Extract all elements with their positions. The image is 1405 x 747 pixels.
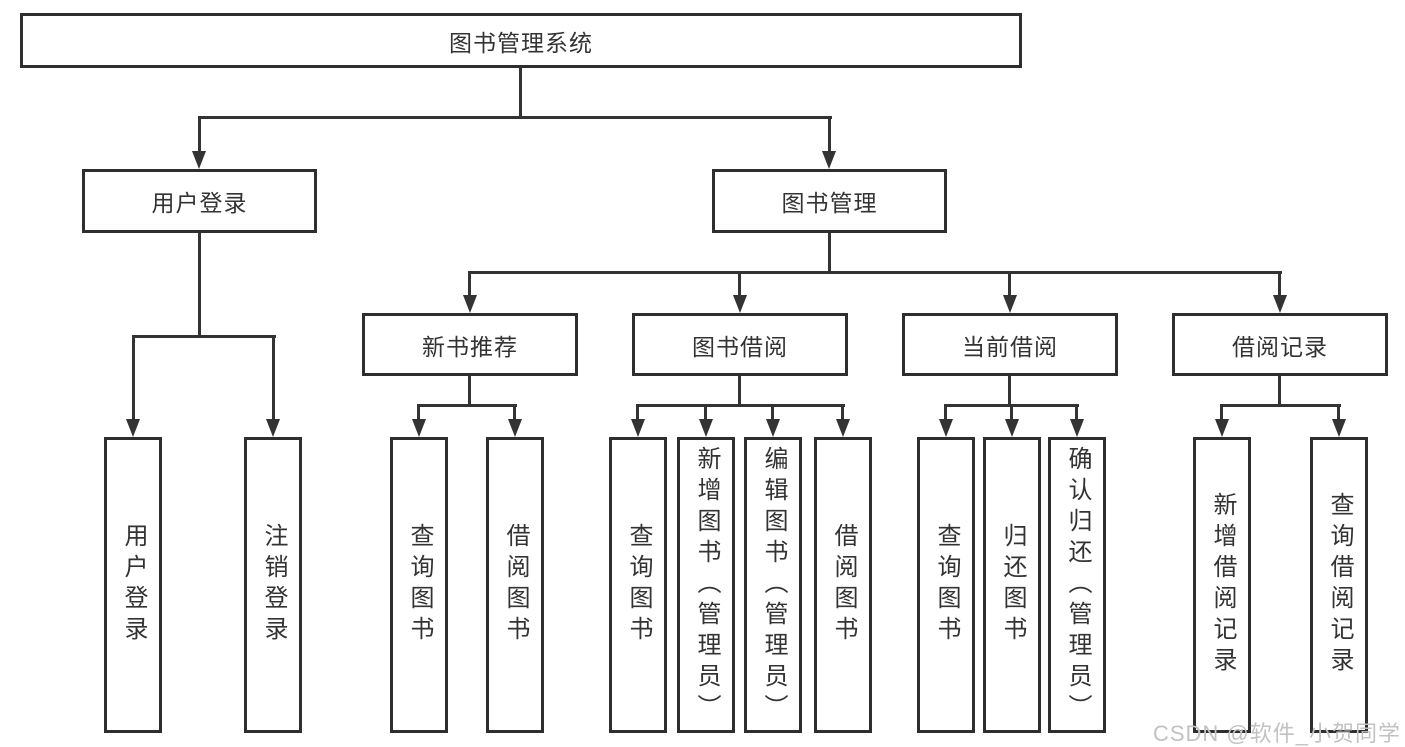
leaf-edit-books-admin: 编辑图书（管理员） (744, 437, 802, 733)
connector-line (132, 335, 276, 338)
node-label: 查询图书 (406, 523, 433, 647)
leaf-return-books: 归还图书 (983, 437, 1041, 733)
connector-line (468, 376, 471, 406)
leaf-query-books: 查询图书 (917, 437, 975, 733)
arrowhead-down-icon (939, 419, 953, 437)
arrowhead-down-icon (631, 419, 645, 437)
arrowhead-down-icon (126, 419, 140, 437)
connector-line (771, 404, 774, 421)
arrowhead-down-icon (412, 419, 426, 437)
connector-line (636, 404, 845, 407)
connector-line (1010, 404, 1013, 421)
arrowhead-down-icon (266, 419, 280, 437)
arrowhead-down-icon (822, 151, 836, 169)
connector-line (1278, 376, 1281, 406)
node-label: 查询图书 (933, 523, 960, 647)
connector-line (944, 404, 947, 421)
arrowhead-down-icon (508, 419, 522, 437)
node-book-management: 图书管理 (712, 169, 947, 233)
connector-line (841, 404, 844, 421)
node-label: 图书管理 (781, 190, 878, 216)
node-label: 编辑图书（管理员） (760, 445, 787, 725)
arrowhead-down-icon (463, 295, 477, 313)
connector-line (272, 335, 275, 421)
node-library-management-system: 图书管理系统 (20, 13, 1022, 68)
watermark: CSDN @软件_小贺同学 (1152, 721, 1401, 746)
connector-line (132, 335, 135, 421)
leaf-query-books: 查询图书 (609, 437, 667, 733)
leaf-add-books-admin: 新增图书（管理员） (677, 437, 735, 733)
connector-line (417, 404, 420, 421)
connector-line (198, 116, 832, 119)
connector-line (828, 116, 831, 154)
connector-line (468, 271, 1282, 274)
node-label: 借阅记录 (1232, 333, 1328, 360)
connector-line (1008, 376, 1011, 406)
arrowhead-down-icon (836, 419, 850, 437)
arrowhead-down-icon (1070, 419, 1084, 437)
node-label: 图书借阅 (692, 333, 788, 360)
leaf-query-borrow-record: 查询借阅记录 (1310, 437, 1368, 733)
connector-line (417, 404, 517, 407)
connector-line (468, 271, 471, 297)
arrowhead-down-icon (1273, 295, 1287, 313)
connector-line (828, 233, 831, 273)
node-label: 当前借阅 (962, 333, 1058, 360)
node-new-book-recommend: 新书推荐 (362, 313, 578, 376)
node-user-login: 用户登录 (82, 169, 317, 233)
connector-line (513, 404, 516, 421)
node-label: 新增图书（管理员） (693, 445, 720, 725)
arrowhead-down-icon (733, 295, 747, 313)
arrowhead-down-icon (1215, 419, 1229, 437)
leaf-add-borrow-record: 新增借阅记录 (1193, 437, 1251, 733)
node-book-borrow: 图书借阅 (632, 313, 848, 376)
connector-line (519, 68, 522, 118)
connector-line (1220, 404, 1341, 407)
arrowhead-down-icon (699, 419, 713, 437)
connector-line (1278, 271, 1281, 297)
leaf-borrow-books: 借阅图书 (814, 437, 872, 733)
leaf-user-login: 用户登录 (104, 437, 162, 733)
node-label: 新书推荐 (422, 333, 518, 360)
node-label: 新增借阅记录 (1209, 492, 1236, 678)
connector-line (198, 116, 201, 154)
connector-line (704, 404, 707, 421)
node-label: 借阅图书 (830, 523, 857, 647)
leaf-query-books: 查询图书 (390, 437, 448, 733)
node-borrow-records: 借阅记录 (1172, 313, 1388, 376)
node-label: 图书管理系统 (449, 29, 593, 56)
connector-line (1075, 404, 1078, 421)
connector-line (738, 271, 741, 297)
node-label: 用户登录 (151, 190, 248, 216)
connector-line (738, 376, 741, 406)
leaf-confirm-return-admin: 确认归还（管理员） (1048, 437, 1106, 733)
connector-line (1337, 404, 1340, 421)
leaf-logout: 注销登录 (244, 437, 302, 733)
node-label: 借阅图书 (502, 523, 529, 647)
node-label: 归还图书 (999, 523, 1026, 647)
arrowhead-down-icon (1005, 419, 1019, 437)
node-current-borrow: 当前借阅 (902, 313, 1118, 376)
arrowhead-down-icon (1332, 419, 1346, 437)
node-label: 注销登录 (260, 523, 287, 647)
arrowhead-down-icon (766, 419, 780, 437)
node-label: 用户登录 (120, 523, 147, 647)
arrowhead-down-icon (1003, 295, 1017, 313)
connector-line (636, 404, 639, 421)
node-label: 确认归还（管理员） (1064, 445, 1091, 725)
connector-line (1220, 404, 1223, 421)
connector-line (1008, 271, 1011, 297)
leaf-borrow-books: 借阅图书 (486, 437, 544, 733)
node-label: 查询图书 (625, 523, 652, 647)
node-label: 查询借阅记录 (1326, 492, 1353, 678)
connector-line (198, 233, 201, 337)
arrowhead-down-icon (192, 151, 206, 169)
